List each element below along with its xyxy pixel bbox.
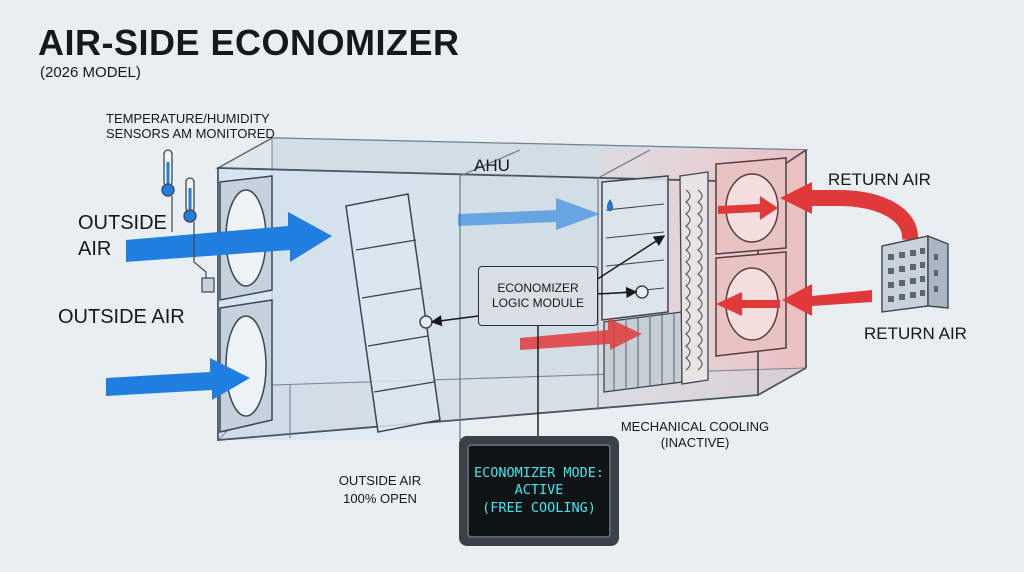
outside-air-label-bottom: OUTSIDE AIR	[58, 306, 185, 328]
sensors-label-line1: TEMPERATURE/HUMIDITY	[106, 111, 270, 126]
page-title: AIR-SIDE ECONOMIZER	[38, 22, 460, 63]
return-air-arrow-lower	[782, 284, 872, 316]
return-air-arrow-fan-upper	[718, 196, 778, 220]
return-air-arrow-curved	[780, 182, 918, 241]
droplet-icon	[607, 199, 613, 212]
return-air-arrow-inner	[520, 318, 642, 350]
outside-air-damper	[345, 193, 441, 433]
damper-status-line1: OUTSIDE AIR	[338, 473, 422, 488]
outside-air-label-top-line1: OUTSIDE	[78, 212, 167, 234]
display-line3: (FREE COOLING)	[482, 499, 596, 516]
display-line2: ACTIVE	[514, 482, 564, 499]
economizer-mode-display: ECONOMIZER MODE: ACTIVE (FREE COOLING)	[459, 436, 619, 546]
outside-air-arrow-upper	[126, 212, 332, 262]
economizer-logic-module: ECONOMIZER LOGIC MODULE	[478, 266, 598, 326]
return-air-damper	[601, 175, 669, 321]
display-line1: ECONOMIZER MODE:	[473, 464, 605, 481]
thermometer-icon	[161, 149, 197, 223]
sensor-junction	[201, 277, 215, 293]
mech-cooling-line2: (INACTIVE)	[660, 435, 730, 450]
ahu-label: AHU	[474, 156, 510, 175]
outside-air-arrow-lower	[106, 358, 250, 400]
page-subtitle: (2026 MODEL)	[40, 64, 141, 81]
return-air-arrow-fan-lower	[716, 292, 780, 316]
damper-status-line2: 100% OPEN	[343, 491, 417, 506]
building-icon	[881, 234, 949, 313]
sensors-label-line2: SENSORS AM MONITORED	[106, 126, 275, 141]
return-air-label-bottom: RETURN AIR	[864, 324, 967, 343]
return-air-label-top: RETURN AIR	[828, 170, 931, 189]
outside-air-arrow-inner	[458, 198, 600, 230]
mech-cooling-line1: MECHANICAL COOLING	[620, 419, 770, 434]
outside-air-label-top-line2: AIR	[78, 238, 112, 260]
intake-lower	[219, 299, 273, 433]
logic-line2: LOGIC MODULE	[491, 296, 584, 310]
logic-line1: ECONOMIZER	[497, 281, 579, 295]
display-screen: ECONOMIZER MODE: ACTIVE (FREE COOLING)	[467, 444, 611, 538]
